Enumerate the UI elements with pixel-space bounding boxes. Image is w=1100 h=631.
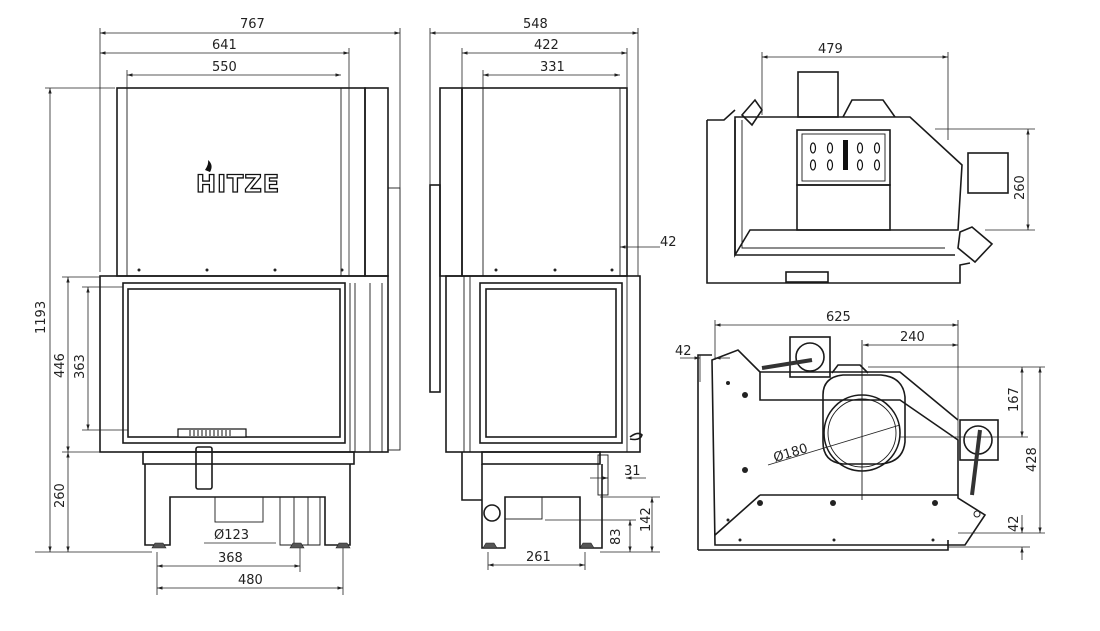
dim-diameter-180: Ø180 — [772, 441, 810, 466]
side-view: 548 422 331 42 31 142 83 261 — [429, 17, 677, 570]
dim-363: 363 — [73, 354, 88, 379]
plan-dimensions: 625 240 42 167 428 42 Ø180 — [675, 310, 1045, 560]
side-glass — [485, 288, 617, 438]
side-door-frame — [445, 275, 641, 453]
hitze-logo: HITZE — [195, 160, 280, 199]
top-view: 479 260 — [706, 42, 1035, 284]
dim-331: 331 — [540, 60, 565, 75]
side-top-panel — [461, 87, 628, 277]
side-base — [461, 452, 603, 549]
dim-625: 625 — [826, 310, 851, 325]
dim-diameter-123: Ø123 — [214, 528, 249, 543]
dim-142: 142 — [639, 507, 654, 532]
air-vent — [177, 428, 247, 438]
dim-368: 368 — [218, 551, 243, 566]
dim-42-side: 42 — [660, 235, 677, 250]
dim-767: 767 — [240, 17, 265, 32]
dim-42-bottom: 42 — [1007, 515, 1022, 532]
side-dimensions: 548 422 331 42 31 142 83 261 — [429, 17, 677, 570]
top-dimensions: 479 260 — [761, 42, 1035, 231]
dim-550: 550 — [212, 60, 237, 75]
front-glass — [127, 288, 341, 438]
dim-167: 167 — [1007, 387, 1022, 412]
dim-240: 240 — [900, 330, 925, 345]
dim-548: 548 — [523, 17, 548, 32]
dim-428: 428 — [1025, 447, 1040, 472]
front-dimensions: 767 641 550 1193 446 363 260 Ø123 368 48… — [34, 17, 401, 595]
plan-outer-frame — [697, 354, 949, 551]
dim-1193: 1193 — [34, 301, 49, 334]
dim-260-base: 260 — [53, 483, 68, 508]
plan-view: 625 240 42 167 428 42 Ø180 — [675, 310, 1045, 560]
front-view: HITZE 767 641 550 — [34, 17, 401, 595]
dim-446: 446 — [53, 353, 68, 378]
dim-422: 422 — [534, 38, 559, 53]
front-side-panel — [364, 87, 389, 277]
dim-260-top: 260 — [1013, 175, 1028, 200]
grate — [801, 133, 886, 182]
dim-641: 641 — [212, 38, 237, 53]
top-outer-frame — [706, 109, 971, 284]
dim-83: 83 — [609, 528, 624, 545]
dim-31: 31 — [624, 464, 641, 479]
dim-42-left: 42 — [675, 344, 692, 359]
dim-479: 479 — [818, 42, 843, 57]
dim-261: 261 — [526, 550, 551, 565]
dim-480: 480 — [238, 573, 263, 588]
flue-collar — [822, 374, 906, 465]
svg-text:HITZE: HITZE — [196, 170, 280, 198]
